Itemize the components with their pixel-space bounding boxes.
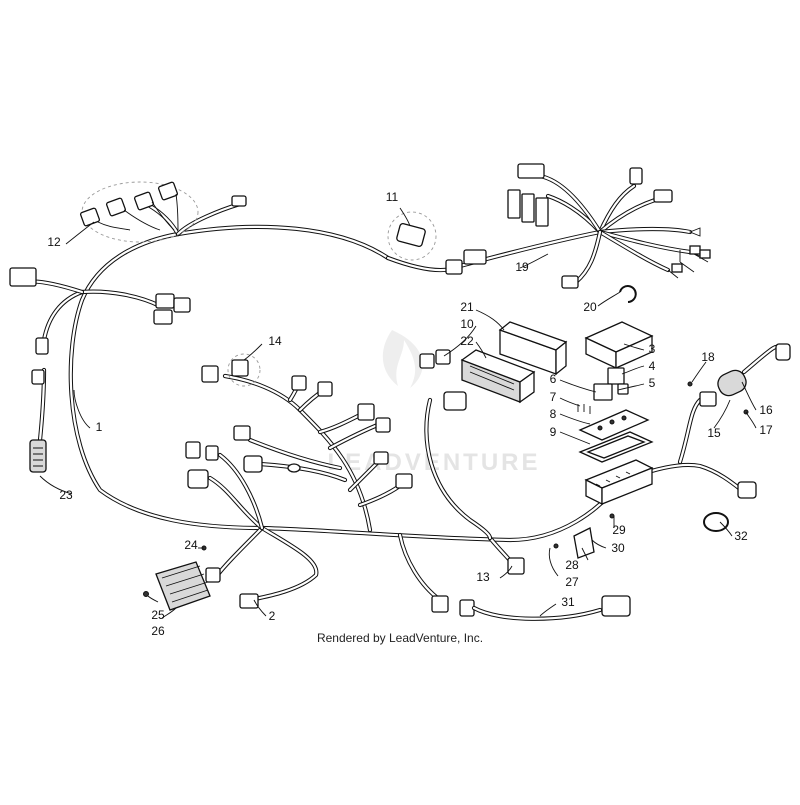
callout-17: 17 bbox=[759, 423, 773, 437]
callout-10: 10 bbox=[460, 317, 474, 331]
ecu-modules-21-22 bbox=[460, 321, 568, 404]
callout-32: 32 bbox=[734, 529, 748, 543]
callout-6: 6 bbox=[550, 372, 557, 386]
render-credit: Rendered by LeadVenture, Inc. bbox=[317, 631, 483, 645]
callout-8: 8 bbox=[550, 407, 557, 421]
callout-21: 21 bbox=[460, 300, 474, 314]
callout-29: 29 bbox=[612, 523, 626, 537]
callout-3: 3 bbox=[649, 342, 656, 356]
callout-11: 11 bbox=[386, 190, 399, 204]
callout-16: 16 bbox=[759, 403, 773, 417]
callout-labels: 1 2 3 4 5 6 7 8 9 10 11 12 13 14 15 16 1… bbox=[47, 190, 773, 638]
callout-19: 19 bbox=[515, 260, 529, 274]
harness-31 bbox=[459, 595, 631, 621]
callout-24: 24 bbox=[184, 538, 198, 552]
fuse-box-components bbox=[577, 321, 654, 506]
callout-26: 26 bbox=[151, 624, 165, 638]
callout-13: 13 bbox=[476, 570, 490, 584]
callout-18: 18 bbox=[701, 350, 715, 364]
bracket-27-30 bbox=[553, 513, 615, 559]
connectors-left bbox=[9, 267, 191, 355]
callout-22: 22 bbox=[460, 334, 474, 348]
callout-5: 5 bbox=[649, 376, 656, 390]
callout-27: 27 bbox=[565, 575, 579, 589]
callout-31: 31 bbox=[561, 595, 575, 609]
main-harness bbox=[25, 201, 747, 603]
connector-10 bbox=[419, 349, 467, 411]
callout-9: 9 bbox=[550, 425, 557, 439]
connector-2 bbox=[239, 593, 259, 609]
callout-28: 28 bbox=[565, 558, 579, 572]
callout-12: 12 bbox=[47, 235, 61, 249]
sub-harness-19 bbox=[457, 173, 693, 285]
callout-1: 1 bbox=[96, 420, 103, 434]
callout-15: 15 bbox=[707, 426, 721, 440]
callout-2: 2 bbox=[269, 609, 276, 623]
leader-lines bbox=[39, 207, 757, 619]
callout-20: 20 bbox=[583, 300, 597, 314]
fuel-pump-15 bbox=[687, 343, 791, 499]
ring-20 bbox=[619, 285, 637, 303]
watermark-flame-icon bbox=[382, 330, 423, 388]
callout-23: 23 bbox=[59, 488, 73, 502]
regulator-26 bbox=[143, 545, 221, 611]
connectors-group-12 bbox=[80, 181, 247, 243]
callout-25: 25 bbox=[151, 608, 165, 622]
connector-11 bbox=[387, 211, 487, 275]
callout-4: 4 bbox=[649, 359, 656, 373]
connectors-19-group bbox=[507, 163, 711, 289]
connectors-bottom bbox=[431, 557, 525, 613]
connectors-14-group bbox=[185, 353, 413, 489]
callout-30: 30 bbox=[611, 541, 625, 555]
sensor-23 bbox=[29, 369, 47, 473]
clamp-32 bbox=[703, 512, 729, 532]
callout-7: 7 bbox=[550, 390, 557, 404]
callout-14: 14 bbox=[268, 334, 282, 348]
